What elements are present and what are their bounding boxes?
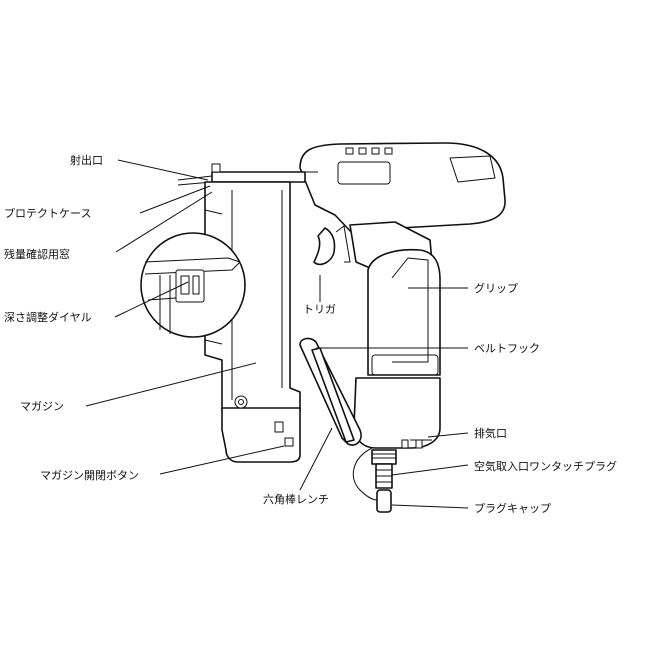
magazine-release-shape [221,407,301,463]
plug-cap-shape [376,489,392,513]
label-magazine-release: マガジン開閉ボタン [40,469,139,482]
led-4 [384,147,393,155]
label-remaining-window: 残量確認用窓 [4,247,70,261]
leader-lines [85,159,469,509]
nose-assembly [211,171,306,183]
label-depth-dial: 深さ調整ダイヤル [4,310,92,324]
label-magazine: マガジン [20,400,64,413]
label-belt-hook: ベルトフック [474,342,540,355]
label-protect-case: プロテクトケース [4,207,91,220]
air-plug-fitting [371,449,397,465]
cap-strap [352,447,378,501]
hex-wrench-shape [311,347,355,443]
label-grip: グリップ [474,281,518,295]
led-1 [345,147,354,155]
part-labels: 射出口 プロテクトケース 残量確認用窓 深さ調整ダイヤル マガジン マガジン開閉… [4,153,617,515]
label-trigger: トリガ [303,303,336,316]
lower-body [353,377,441,449]
grip-body [367,248,441,376]
label-plug-cap: プラグキャップ [474,501,551,515]
label-exhaust: 排気口 [474,426,507,440]
trigger-shape [313,227,336,266]
led-3 [371,147,380,155]
label-air-plug: 空気取入口ワンタッチプラグ [474,459,617,473]
label-hex-wrench: 六角棒レンチ [263,492,329,506]
magazine-screw [234,395,248,409]
led-2 [358,147,367,155]
label-muzzle: 射出口 [70,153,103,167]
indicator-window [337,161,391,185]
housing-top [299,142,506,237]
nail-gun-illustration [140,142,506,513]
